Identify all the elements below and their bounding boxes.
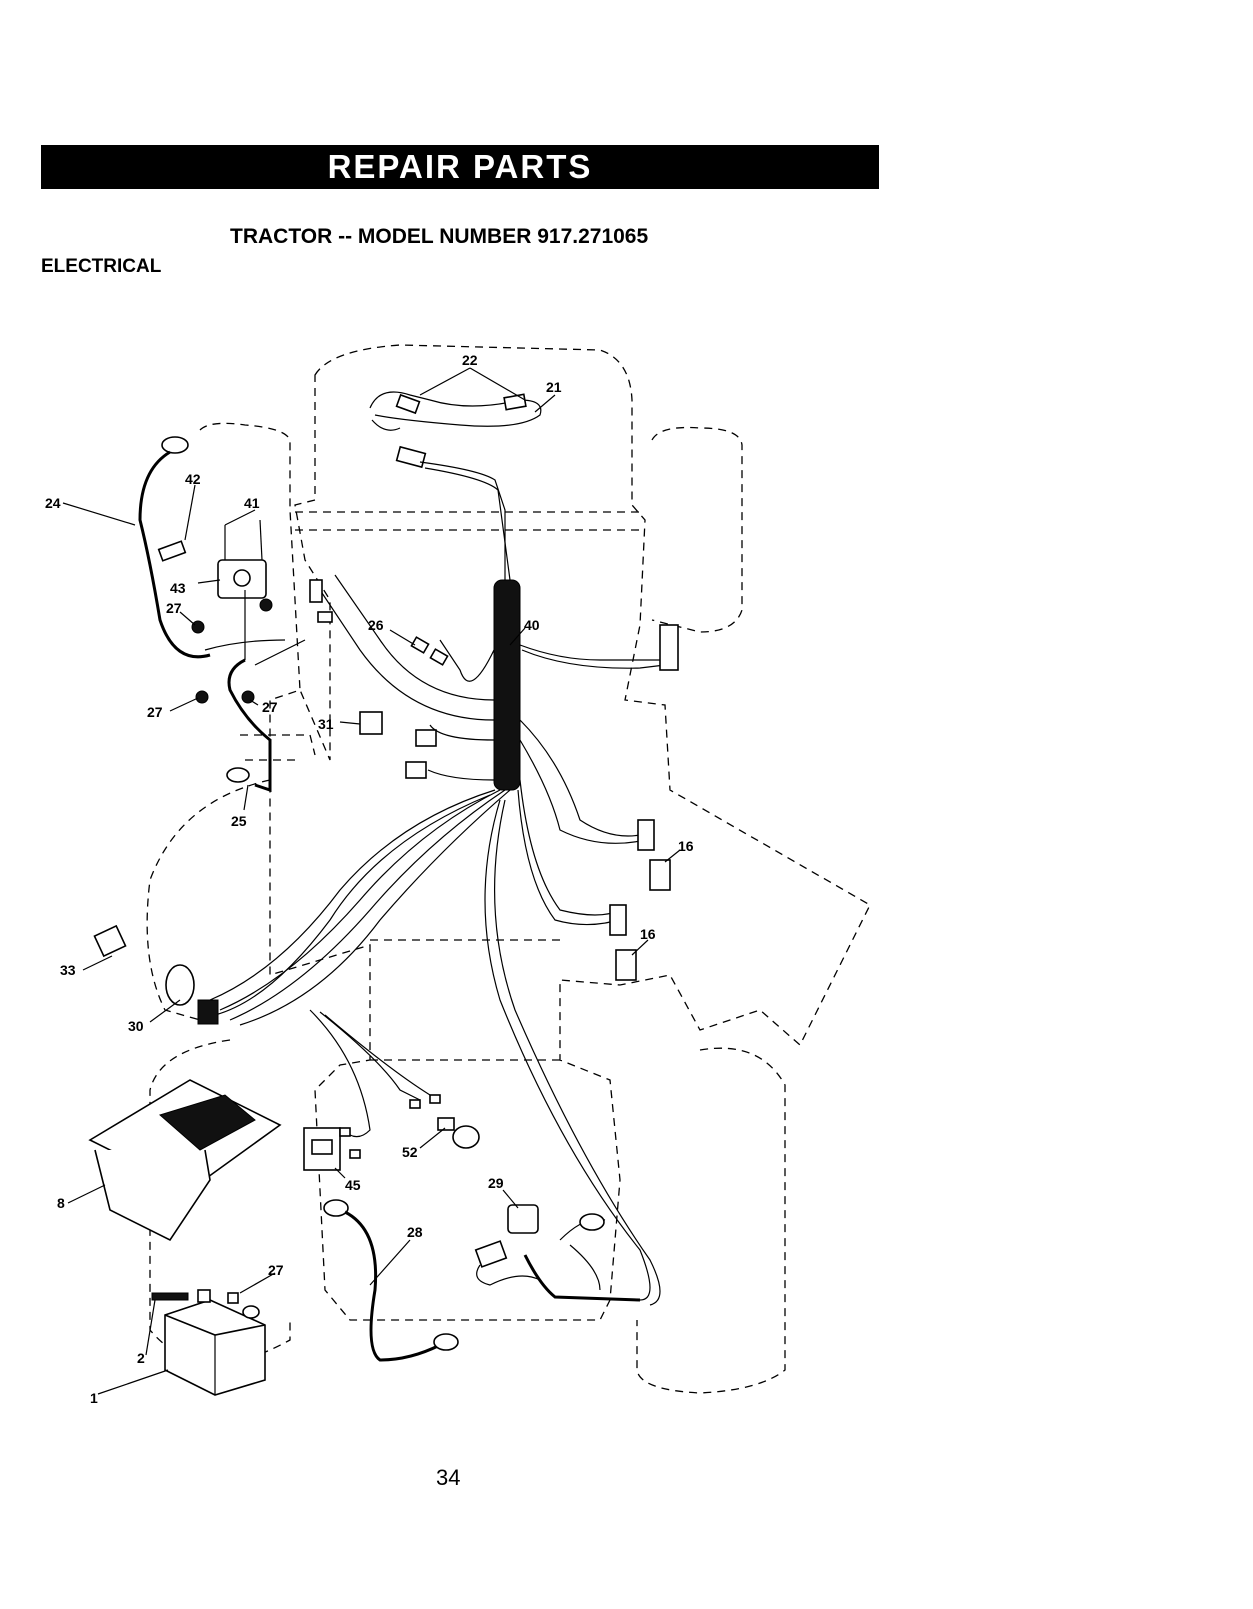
callout-43: 43 [170,580,186,596]
callout-8: 8 [57,1195,65,1211]
callout-labels: 22 21 24 42 41 43 27 26 40 27 27 31 25 1… [45,352,694,1406]
ignition-switch [94,926,218,1024]
callout-27a: 27 [166,600,182,616]
callout-30: 30 [128,1018,144,1034]
callout-16b: 16 [640,926,656,942]
callout-40: 40 [524,617,540,633]
callout-28: 28 [407,1224,423,1240]
callout-31: 31 [318,716,334,732]
hour-meter-and-sensors [304,1095,479,1170]
callout-16a: 16 [678,838,694,854]
callout-41: 41 [244,495,260,511]
callout-2: 2 [137,1350,145,1366]
callout-27b: 27 [147,704,163,720]
callout-27c: 27 [262,699,278,715]
callout-21: 21 [546,379,562,395]
headlight-harness [370,392,541,580]
callout-1: 1 [90,1390,98,1406]
battery-cable [324,1200,458,1360]
callout-27d: 27 [268,1262,284,1278]
battery-box [90,1080,280,1240]
battery [152,1290,265,1395]
leader-lines [63,368,680,1394]
callout-45: 45 [345,1177,361,1193]
callout-29: 29 [488,1175,504,1191]
solenoid-assembly [140,437,305,790]
callout-25: 25 [231,813,247,829]
callout-33: 33 [60,962,76,978]
callout-22: 22 [462,352,478,368]
page-number: 34 [436,1465,460,1491]
callout-52: 52 [402,1144,418,1160]
seat-switch-and-coil [476,1205,640,1300]
callout-26: 26 [368,617,384,633]
callout-24: 24 [45,495,61,511]
callout-42: 42 [185,471,201,487]
